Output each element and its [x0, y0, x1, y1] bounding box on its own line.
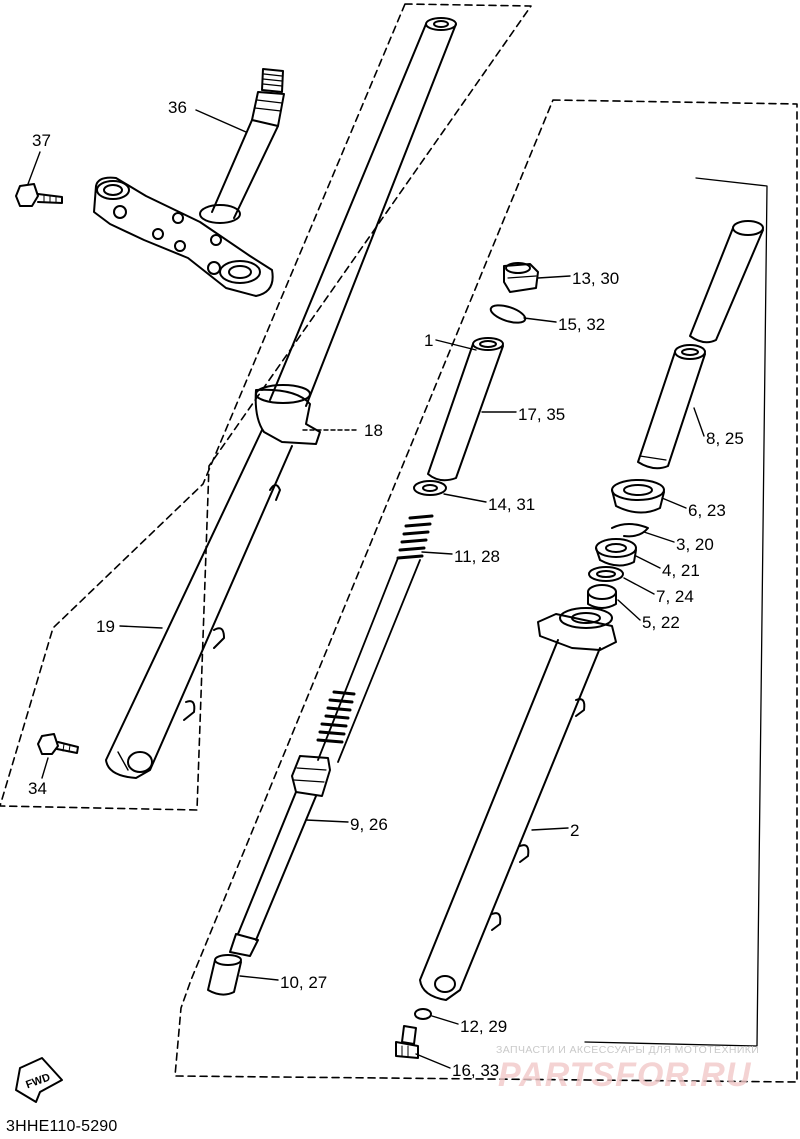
callout-17-35: 17, 35 — [518, 405, 565, 424]
clip-3 — [611, 523, 649, 538]
callout-15-32: 15, 32 — [558, 315, 605, 334]
callout-9-26: 9, 26 — [350, 815, 388, 834]
callout-6-23: 6, 23 — [688, 501, 726, 520]
dust-seal-6 — [611, 479, 665, 514]
washer-12 — [414, 1008, 432, 1020]
bolt-34 — [37, 733, 79, 755]
outer-tube-2 — [419, 607, 617, 1001]
callout-14-31: 14, 31 — [488, 495, 535, 514]
watermark-tagline: ЗАПЧАСТИ И АКСЕССУАРЫ ДЛЯ МОТОТЕХНИКИ — [496, 1044, 760, 1056]
leader-lines — [27, 109, 705, 1069]
callout-19: 19 — [96, 617, 115, 636]
lower-bracket — [93, 176, 274, 297]
slide-bushing-8 — [637, 344, 706, 470]
watermark-logo: PARTSFOR.RU — [498, 1056, 752, 1094]
callout-8-25: 8, 25 — [706, 429, 744, 448]
callout-2: 2 — [570, 821, 579, 840]
washer-7 — [588, 566, 624, 582]
spacer-17 — [427, 337, 504, 482]
callout-3-20: 3, 20 — [676, 535, 714, 554]
guide-bushing-5 — [587, 584, 617, 609]
inner-kit-outline — [584, 177, 768, 1047]
oil-lock-10 — [207, 954, 242, 996]
callout-37: 37 — [32, 131, 51, 150]
oil-seal-4 — [595, 538, 637, 567]
bolt-37 — [15, 183, 63, 207]
bolt-16 — [395, 1025, 419, 1059]
cap-bolt-13 — [503, 262, 539, 293]
inner-tube-18 — [269, 17, 457, 407]
callout-34: 34 — [28, 779, 47, 798]
callout-18: 18 — [364, 421, 383, 440]
spring-11 — [316, 514, 434, 763]
washer-14 — [413, 480, 447, 496]
callout-4-21: 4, 21 — [662, 561, 700, 580]
fwd-arrow-icon: FWD — [15, 1057, 63, 1103]
callout-12-29: 12, 29 — [460, 1017, 507, 1036]
callout-16-33: 16, 33 — [452, 1061, 499, 1080]
diagram-code: 3HHE110-5290 — [6, 1118, 118, 1135]
damper-rod-9 — [229, 755, 331, 957]
outer-tube-19 — [105, 384, 321, 779]
callout-36: 36 — [168, 98, 187, 117]
callout-10-27: 10, 27 — [280, 973, 327, 992]
right-group-outline — [174, 99, 798, 1083]
callout-7-24: 7, 24 — [656, 587, 694, 606]
tube-upper — [689, 220, 764, 344]
callout-5-22: 5, 22 — [642, 613, 680, 632]
steering-stem — [199, 68, 285, 224]
callout-11-28: 11, 28 — [454, 547, 500, 566]
callout-13-30: 13, 30 — [572, 269, 619, 288]
callout-1: 1 — [424, 331, 433, 350]
left-group-outline — [0, 3, 532, 811]
o-ring-15 — [489, 304, 527, 324]
